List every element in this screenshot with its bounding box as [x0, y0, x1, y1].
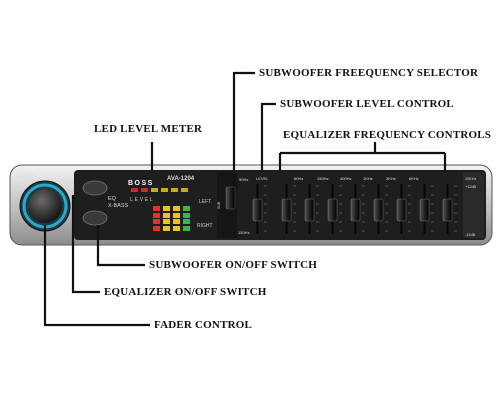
led-level-meter: BOSS LEVEL AVA-1204 LEFT RIGHT: [128, 176, 213, 231]
callout-led-level-meter: LED LEVEL METER: [94, 123, 203, 135]
eq-band-slider-6KHz-label: 6KHz: [409, 176, 419, 181]
level-label: LEVEL: [130, 197, 155, 203]
led-segment: [183, 226, 190, 231]
sub-level-label: LEVEL: [256, 176, 269, 181]
brand-logo: BOSS: [128, 180, 154, 187]
led-segment: [183, 206, 190, 211]
left-label: LEFT: [199, 199, 211, 205]
callout-sub-level-control: SUBWOOFER LEVEL CONTROL: [280, 98, 454, 110]
led-segment: [163, 219, 170, 224]
led-segment: [163, 226, 170, 231]
eq-band-slider-1KHz-label: 1KHz: [363, 176, 373, 181]
led-segment: [183, 219, 190, 224]
equalizer-device: FADER EQ X-BASS BOSS LEVEL AVA-1204 LEFT…: [9, 164, 493, 246]
right-label: RIGHT: [197, 223, 213, 229]
eq-band-slider-3KHz[interactable]: [373, 198, 384, 222]
callout-eq-on-off: EQUALIZER ON/OFF SWITCH: [104, 286, 267, 298]
led-segment: [153, 206, 160, 211]
eq-band-slider-60Hz-label: 60Hz: [294, 176, 303, 181]
eq-button-label: EQ: [108, 196, 117, 202]
eq-band-slider-400Hz[interactable]: [327, 198, 338, 222]
sub-freq-bottom-label: 150Hz: [238, 230, 250, 235]
callout-eq-freq-controls: EQUALIZER FREQUENCY CONTROLS: [283, 129, 492, 141]
eq-band-slider-400Hz-label: 400Hz: [340, 176, 352, 181]
eq-on-off-button[interactable]: [82, 180, 108, 196]
db-bottom-label: -12dB: [465, 233, 476, 237]
model-label: AVA-1204: [167, 176, 195, 182]
led-indicator: [171, 188, 178, 192]
eq-band-slider-3KHz-label: 3KHz: [386, 176, 396, 181]
sub-freq-top-label: 90Hz: [239, 177, 248, 182]
callout-sub-freq-selector: SUBWOOFER FREEQUENCY SELECTOR: [259, 67, 479, 79]
fader-knob-cap: [28, 189, 62, 223]
sub-level-slider[interactable]: [252, 198, 263, 222]
db-scale-section: [463, 172, 484, 238]
fader-label: FADER: [14, 174, 35, 180]
led-segment: [153, 213, 160, 218]
led-indicator: [181, 188, 188, 192]
leader-lines: [43, 71, 447, 327]
eq-band-slider-15KHz[interactable]: [442, 198, 453, 222]
eq-band-slider-6KHz[interactable]: [396, 198, 407, 222]
db-top-freq-label: 15KHz: [465, 177, 476, 181]
eq-band-slider-60Hz[interactable]: [281, 198, 292, 222]
eq-band-slider-extra[interactable]: [419, 198, 430, 222]
led-indicator: [131, 188, 138, 192]
leader-fader: [43, 225, 150, 327]
led-segment: [173, 226, 180, 231]
leader-sub-level: [260, 102, 276, 172]
callout-sub-on-off: SUBWOOFER ON/OFF SWITCH: [149, 259, 317, 271]
led-segment: [173, 213, 180, 218]
sub-selector-mark: SUB: [217, 201, 221, 209]
db-top-label: +12dB: [465, 185, 477, 189]
led-segment: [173, 219, 180, 224]
led-segment: [173, 206, 180, 211]
led-segment: [163, 213, 170, 218]
xbass-button-label: X-BASS: [108, 203, 129, 209]
led-indicator: [151, 188, 158, 192]
led-indicator: [141, 188, 148, 192]
leader-eq-switch: [71, 195, 100, 294]
led-segment: [153, 219, 160, 224]
callout-fader-control: FADER CONTROL: [154, 319, 253, 331]
led-segment: [153, 226, 160, 231]
fader-knob[interactable]: [19, 180, 71, 232]
eq-band-slider-1KHz[interactable]: [350, 198, 361, 222]
led-segment: [163, 206, 170, 211]
leader-sub-freq-selector: [232, 71, 255, 186]
sub-freq-selector[interactable]: [225, 186, 236, 210]
led-indicator: [161, 188, 168, 192]
led-segment: [183, 213, 190, 218]
xbass-on-off-button[interactable]: [82, 210, 108, 226]
leader-sub-switch: [96, 225, 145, 267]
eq-band-slider-150Hz-label: 150Hz: [317, 176, 329, 181]
eq-band-slider-150Hz[interactable]: [304, 198, 315, 222]
